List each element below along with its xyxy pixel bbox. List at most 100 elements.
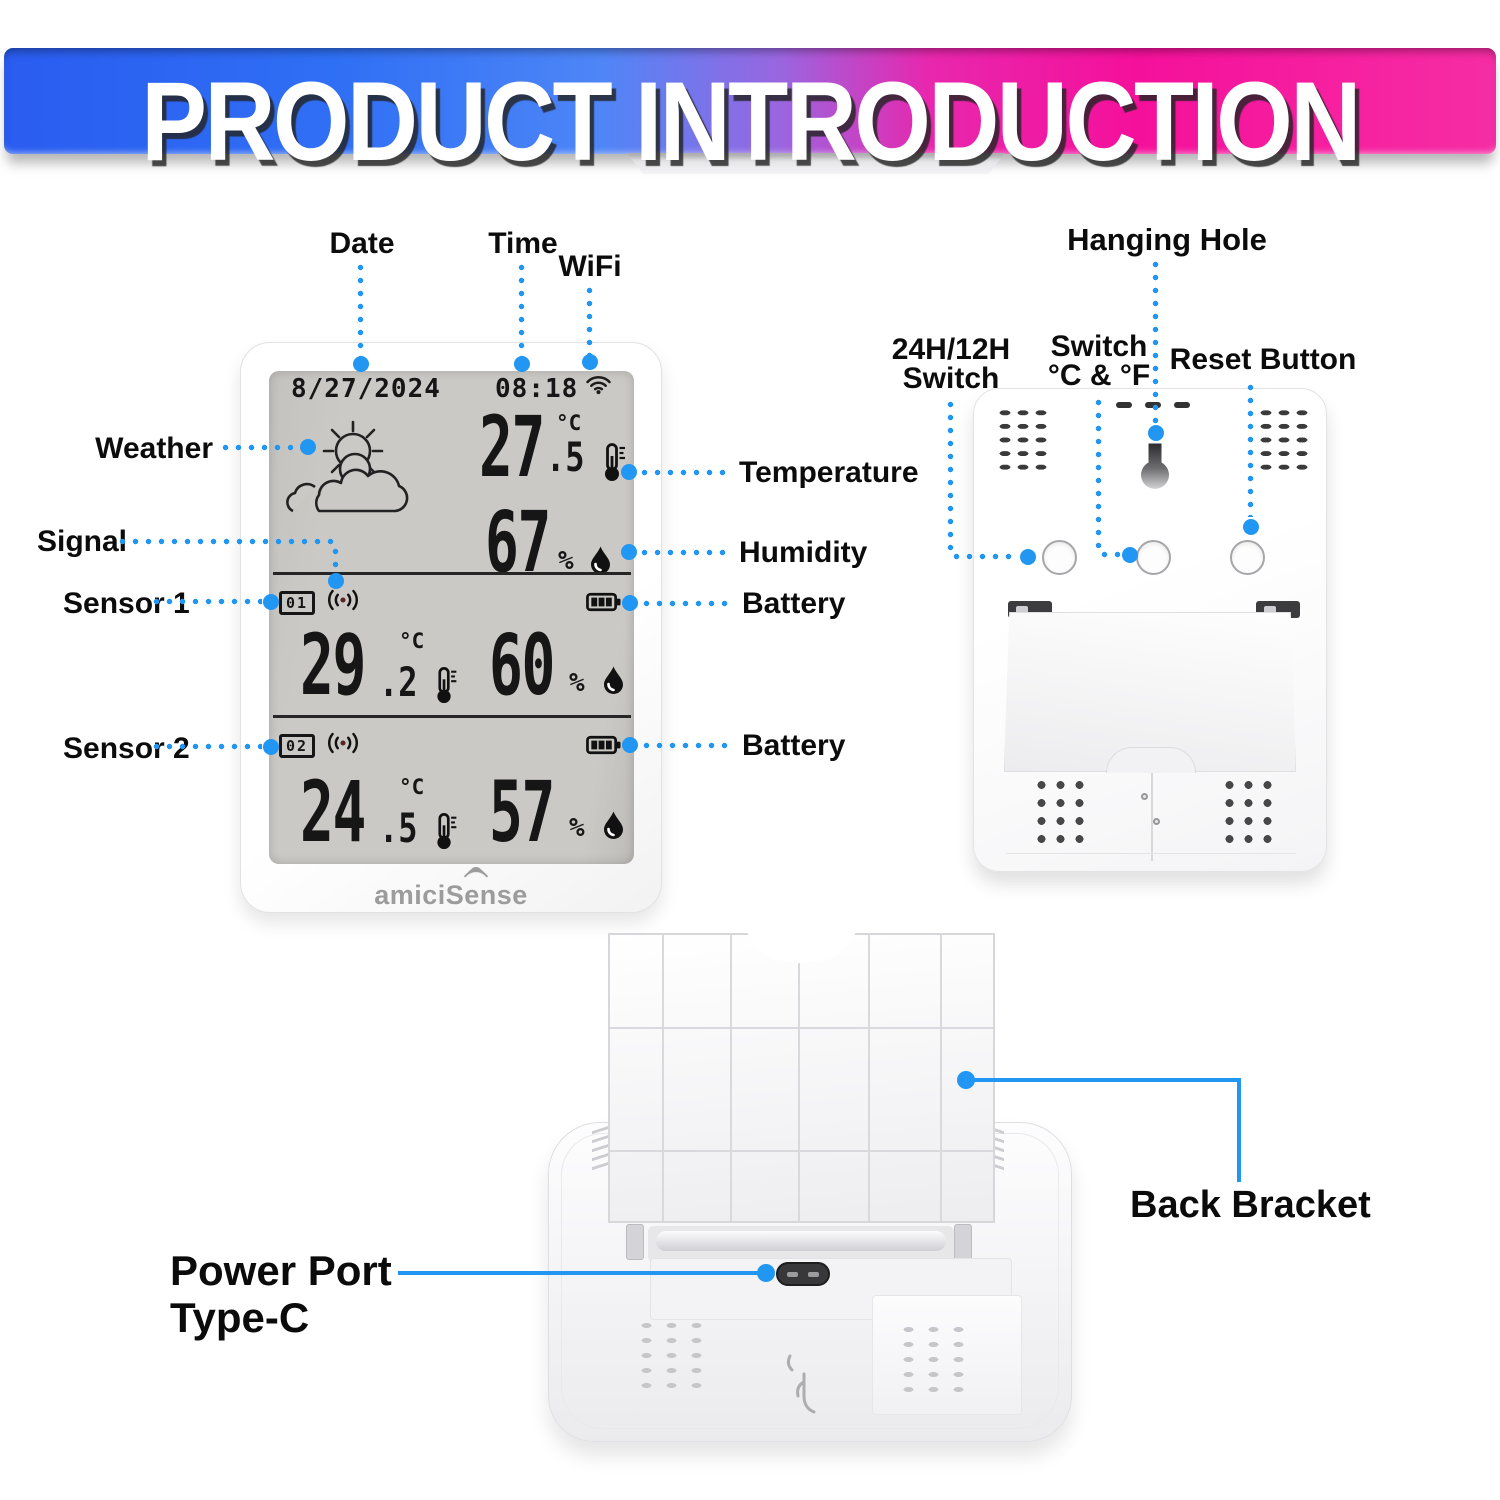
callout-label-back-bracket: Back Bracket	[1130, 1184, 1371, 1226]
bracket-finger-notch	[1106, 747, 1196, 773]
speaker-grille-right	[1257, 406, 1311, 474]
callout-line-signal-v	[332, 545, 339, 575]
sensor2-humidity-value: 57	[489, 763, 555, 861]
callout-label-power-port: Power Port Type-C	[170, 1247, 392, 1341]
callout-line-reset	[1247, 381, 1254, 517]
callout-line-back-bracket-h	[966, 1078, 1241, 1082]
callout-dot-reset	[1243, 519, 1259, 535]
callout-line-power-port	[398, 1271, 764, 1275]
indoor-temp-decimal: .5	[546, 435, 585, 481]
callout-line-humidity	[638, 549, 732, 556]
unit-switch-button	[1136, 540, 1171, 575]
callout-dot-temperature	[621, 464, 637, 480]
sensor1-humidity-value: 60	[489, 616, 555, 714]
callout-label-battery2: Battery	[742, 729, 846, 762]
callout-label-temperature: Temperature	[739, 456, 919, 489]
base-vent-left	[634, 1318, 708, 1394]
signal-strength-icon	[325, 587, 361, 613]
callout-label-24h-12h-line2: Switch	[902, 362, 1000, 395]
battery-icon	[586, 592, 621, 612]
page-title: PRODUCT INTRODUCTION	[141, 59, 1361, 184]
humidity-drop-icon	[600, 665, 627, 695]
callout-dot-power-port	[757, 1264, 775, 1282]
brand-logo: amiciSense	[241, 865, 661, 911]
callout-label-unit-switch-line2: °C & °F	[1047, 359, 1151, 392]
callout-dot-humidity	[621, 544, 637, 560]
time-format-switch-button	[1042, 540, 1077, 575]
callout-label-time: Time	[488, 227, 558, 260]
header-banner	[4, 48, 1496, 154]
sensor2-temp-decimal: .5	[379, 806, 418, 852]
battery-icon	[586, 735, 621, 755]
indoor-temp-unit: °C	[556, 411, 582, 435]
callout-line-back-bracket-v	[1237, 1078, 1241, 1182]
sensor1-temp-unit: °C	[399, 629, 425, 653]
callout-label-unit-switch-line1: Switch	[1050, 330, 1148, 363]
lcd-divider	[273, 715, 631, 718]
vent-holes-left	[1032, 776, 1090, 848]
lcd-screen: 8/27/2024 08:18 27 °C .5 67 % 01 29 °C .…	[269, 371, 634, 864]
power-port-line1: Power Port	[170, 1247, 392, 1294]
reset-button	[1230, 540, 1265, 575]
indoor-temp-value: 27	[479, 398, 545, 496]
callout-dot-battery1	[622, 595, 638, 611]
sensor2-humidity-unit: %	[569, 813, 585, 843]
callout-dot-sensor2	[263, 739, 279, 755]
callout-dot-unit-switch	[1122, 547, 1138, 563]
callout-line-24h-12h-h	[950, 553, 1018, 560]
callout-line-sensor1	[150, 598, 262, 605]
callout-dot-wifi	[582, 354, 598, 370]
back-bracket-closed	[1004, 612, 1296, 772]
callout-dot-time	[514, 356, 530, 372]
hinge-bar	[656, 1231, 946, 1251]
callout-line-weather	[219, 444, 299, 451]
lcd-time: 08:18	[495, 374, 579, 404]
sensor1-temp-value: 29	[300, 616, 366, 714]
callout-dot-24h-12h	[1020, 549, 1036, 565]
callout-dot-date	[353, 356, 369, 372]
callout-dot-hanging-hole	[1148, 425, 1164, 441]
callout-line-sensor2	[150, 743, 262, 750]
lcd-date: 8/27/2024	[291, 374, 441, 404]
hinge-hook-right	[954, 1224, 972, 1260]
callout-line-24h-12h-v	[947, 398, 954, 556]
base-vent-right	[896, 1322, 970, 1398]
power-port-line2: Type-C	[170, 1294, 310, 1341]
speaker-grille-left	[996, 406, 1050, 474]
vent-holes-right	[1220, 776, 1278, 848]
indoor-humidity-unit: %	[558, 546, 574, 576]
sensor2-temp-value: 24	[300, 763, 366, 861]
callout-line-wifi	[586, 284, 593, 356]
callout-label-24h-12h-line1: 24H/12H	[891, 333, 1011, 366]
brand-wifi-icon	[463, 865, 489, 879]
lcd-divider	[273, 572, 631, 575]
humidity-drop-icon	[600, 810, 627, 840]
weather-station-back	[973, 388, 1327, 872]
callout-label-hanging-hole: Hanging Hole	[1067, 222, 1267, 257]
callout-label-battery1: Battery	[742, 587, 846, 620]
thermometer-icon	[431, 666, 458, 704]
seam-hole	[1153, 818, 1160, 825]
callout-line-time	[518, 261, 525, 357]
sensor1-humidity-unit: %	[569, 668, 585, 698]
brand-name: amiciSense	[374, 880, 528, 910]
center-seam	[1151, 773, 1153, 861]
signal-strength-icon	[325, 730, 361, 756]
bottom-edge-line	[1006, 853, 1296, 854]
usb-c-port	[776, 1262, 830, 1286]
callout-label-humidity: Humidity	[739, 536, 868, 569]
callout-line-hanging-hole	[1152, 258, 1159, 424]
callout-label-weather: Weather	[95, 432, 213, 465]
back-bracket-open	[608, 933, 995, 1223]
callout-line-signal-h	[116, 538, 334, 545]
callout-label-wifi: WiFi	[558, 250, 622, 283]
wifi-icon	[585, 374, 612, 395]
sensor1-temp-decimal: .2	[379, 660, 418, 706]
thermometer-icon	[431, 812, 458, 850]
callout-dot-weather	[300, 439, 316, 455]
callout-label-reset: Reset Button	[1169, 343, 1357, 376]
callout-line-unit-switch-v	[1095, 396, 1102, 548]
seam-hole	[1141, 793, 1148, 800]
humidity-drop-icon	[587, 545, 614, 575]
